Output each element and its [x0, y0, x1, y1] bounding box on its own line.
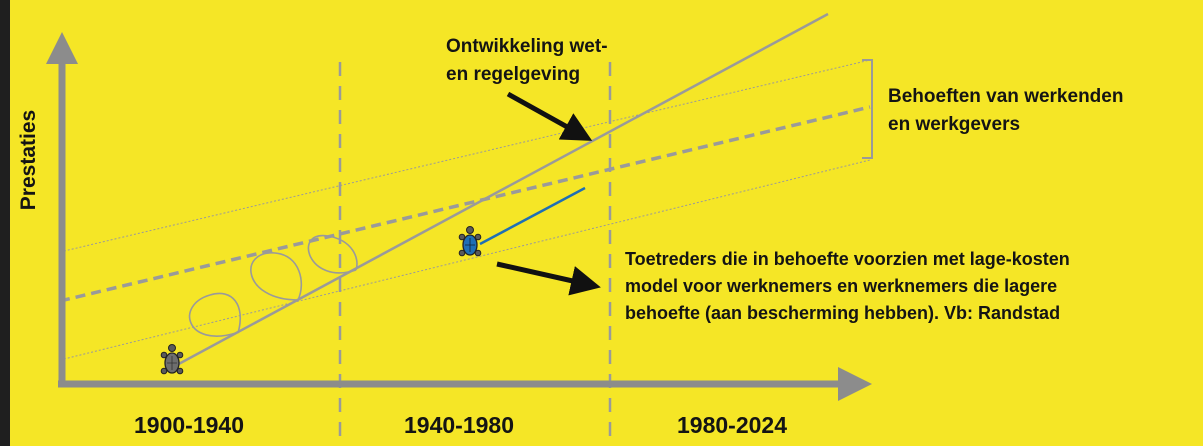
progress-loop-2	[250, 252, 303, 301]
needs-band-lower	[59, 159, 871, 361]
entrant-line	[479, 186, 586, 246]
y-axis-label: Prestaties	[17, 109, 40, 211]
period-label-3: 1980-2024	[677, 412, 787, 438]
y-axis-arrowhead	[46, 32, 78, 64]
needs-line	[59, 105, 871, 303]
needs-band-upper	[59, 59, 871, 253]
law-annotation: Ontwikkeling wet- en regelgeving	[446, 36, 608, 85]
needs-annotation: Behoeften van werkenden en werkgevers	[888, 86, 1124, 135]
law-arrow	[506, 91, 593, 141]
diagram-canvas: Prestaties Ontwikkeling wet- en regelgev…	[10, 0, 1203, 446]
turtle-icon-blue	[458, 226, 482, 257]
period-label-2: 1940-1980	[404, 412, 514, 438]
entrants-annotation: Toetreders die in behoefte voorzien met …	[625, 249, 1070, 323]
diagram-graphics	[46, 12, 873, 446]
x-axis-arrowhead	[838, 367, 872, 401]
progress-loop-3	[307, 234, 358, 274]
law-line	[174, 12, 829, 368]
entrant-arrow	[496, 261, 601, 296]
turtle-icon	[160, 344, 184, 375]
period-label-1: 1900-1940	[134, 412, 244, 438]
progress-loop-1	[188, 292, 242, 337]
needs-bracket	[862, 59, 873, 159]
